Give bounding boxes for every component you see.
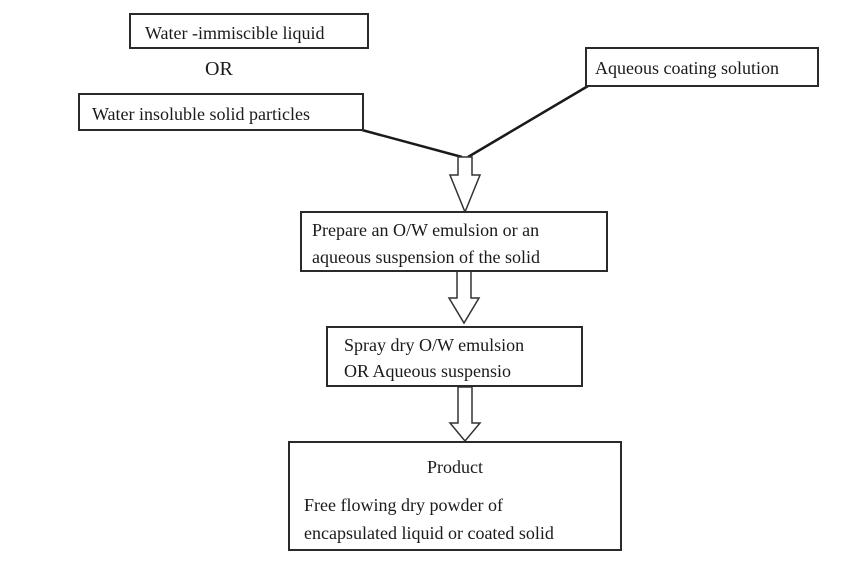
arrow-down-icon	[447, 270, 481, 325]
step-spray-dry-line: Spray dry O/W emulsion	[344, 335, 525, 355]
input-solid-label: Water insoluble solid particles	[92, 104, 310, 124]
step-spray-dry-box: Spray dry O/W emulsion OR Aqueous suspen…	[326, 326, 583, 387]
coating-box: Aqueous coating solution	[585, 47, 819, 87]
product-line: Free flowing dry powder of	[304, 495, 503, 515]
product-line: encapsulated liquid or coated solid	[304, 523, 554, 543]
input-liquid-box: Water -immiscible liquid	[129, 13, 369, 49]
step-emulsion-line: aqueous suspension of the solid	[312, 247, 540, 267]
step-emulsion-box: Prepare an O/W emulsion or an aqueous su…	[300, 211, 608, 272]
step-emulsion-line: Prepare an O/W emulsion or an	[312, 220, 540, 240]
product-title: Product	[427, 457, 483, 477]
coating-label: Aqueous coating solution	[595, 58, 779, 78]
connector-coating	[467, 84, 589, 159]
arrow-down-icon	[448, 156, 482, 214]
arrow-down-icon	[448, 386, 482, 443]
product-box: Product Free flowing dry powder of encap…	[288, 441, 622, 551]
step-spray-dry-line: OR Aqueous suspensio	[344, 361, 512, 381]
input-liquid-label: Water -immiscible liquid	[145, 23, 325, 43]
or-label: OR	[205, 58, 233, 80]
connector-solid	[361, 128, 463, 159]
input-solid-box: Water insoluble solid particles	[78, 93, 364, 131]
